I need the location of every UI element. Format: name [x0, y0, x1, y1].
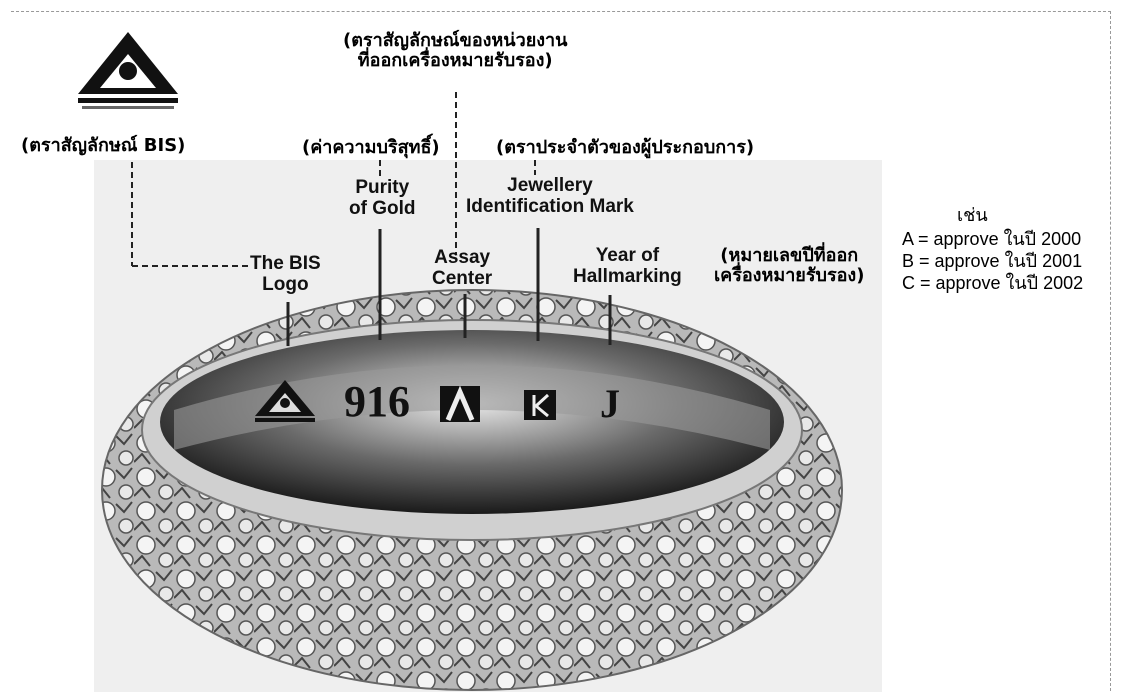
example-heading: เช่น — [957, 206, 988, 226]
bis-logo-thai-label: (ตราสัญลักษณ์ BIS) — [21, 136, 185, 156]
bis-logo-label: The BIS Logo — [250, 254, 321, 296]
year-thai-label: (หมายเลขปีที่ออก เครื่องหมายรับรอง) — [714, 246, 864, 286]
example-line-c: C = approve ในปี 2002 — [902, 274, 1083, 294]
ring-illustration — [94, 160, 882, 692]
purity-thai-label: (ค่าความบริสุทธิ์) — [302, 138, 440, 158]
jewellery-mark-label: Jewellery Identification Mark — [466, 176, 634, 218]
agency-logo-thai-label: (ตราสัญลักษณ์ของหน่วยงาน ที่ออกเครื่องหม… — [343, 31, 567, 71]
purity-label: Purity of Gold — [349, 178, 415, 220]
purity-value: 916 — [344, 376, 410, 427]
ring-photo — [94, 160, 882, 692]
example-line-b: B = approve ในปี 2001 — [902, 252, 1082, 272]
example-line-a: A = approve ในปี 2000 — [902, 230, 1081, 250]
assay-center-label: Assay Center — [432, 248, 492, 290]
year-letter: J — [600, 380, 620, 427]
year-of-hallmarking-label: Year of Hallmarking — [573, 246, 682, 288]
jeweller-mark-thai-label: (ตราประจำตัวของผู้ประกอบการ) — [496, 138, 754, 158]
